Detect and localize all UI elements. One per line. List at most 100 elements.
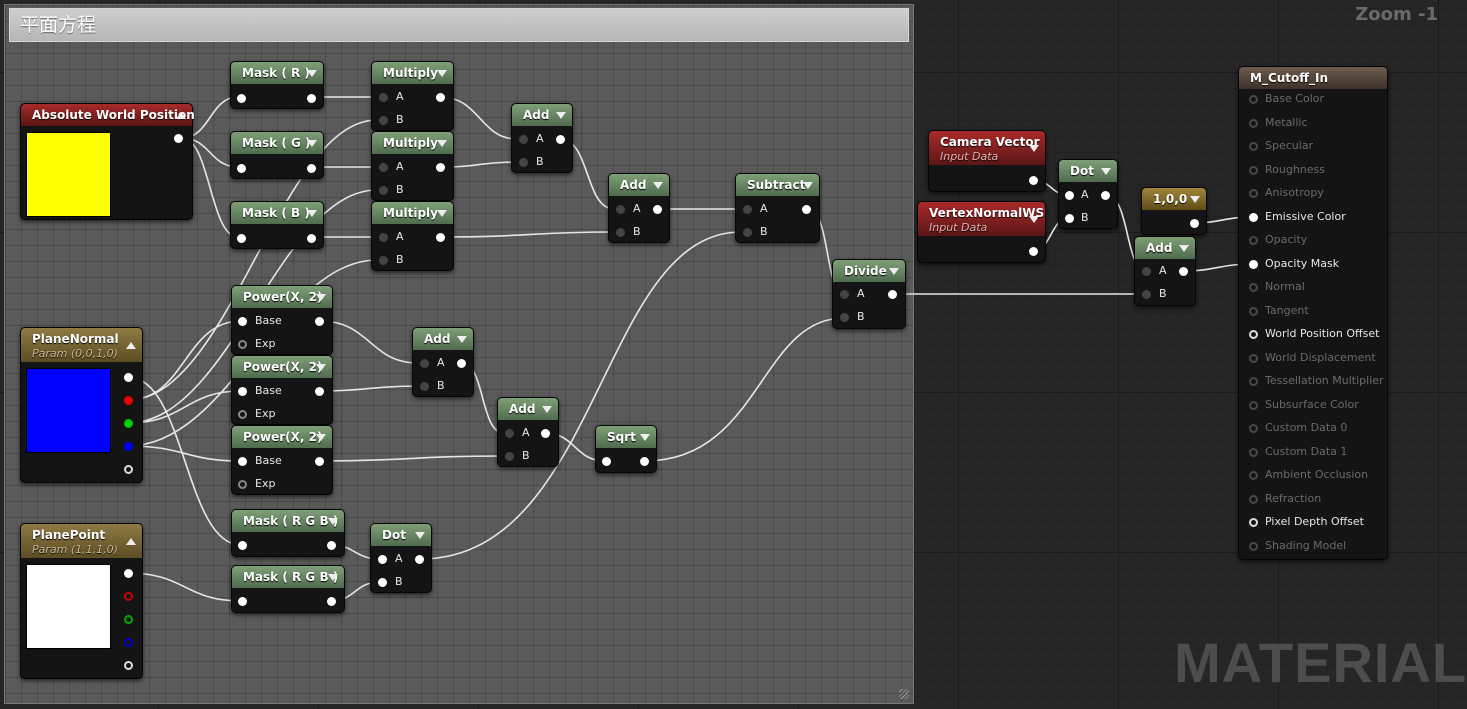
collapse-caret-icon[interactable] — [1179, 245, 1189, 252]
input-pin-b[interactable] — [379, 116, 388, 125]
node-header[interactable]: Absolute World Position — [21, 104, 195, 126]
material-input-pin[interactable] — [1249, 283, 1258, 292]
multiply-node[interactable]: Multiply A B — [371, 61, 454, 131]
node-header[interactable]: Add — [512, 104, 572, 126]
input-pin-a[interactable] — [616, 205, 625, 214]
material-input-pin[interactable] — [1249, 494, 1258, 504]
input-pin-a[interactable] — [505, 429, 514, 438]
node-header[interactable]: Power(X, 2) — [232, 356, 332, 378]
node-header[interactable]: Multiply — [372, 62, 453, 84]
node-header[interactable]: M_Cutoff_In — [1239, 67, 1387, 89]
output-pin[interactable] — [653, 205, 662, 214]
input-pin-b[interactable] — [505, 452, 514, 461]
output-pin-r[interactable] — [124, 592, 133, 601]
input-pin-b[interactable] — [378, 578, 387, 587]
output-pin[interactable] — [415, 555, 424, 564]
collapse-caret-icon[interactable] — [126, 538, 136, 545]
output-pin[interactable] — [307, 164, 316, 173]
node-header[interactable]: Subtract — [736, 174, 819, 196]
output-pin-a[interactable] — [124, 465, 133, 474]
divide-node[interactable]: Divide A B — [832, 259, 906, 329]
mask-rgb-node[interactable]: Mask ( R G B ) — [231, 509, 345, 557]
node-header[interactable]: Add — [1135, 237, 1195, 259]
add-node[interactable]: Add A B — [497, 397, 559, 467]
output-pin[interactable] — [457, 359, 466, 368]
material-input-pin[interactable] — [1249, 142, 1258, 151]
material-input-pin[interactable] — [1249, 471, 1258, 480]
output-pin[interactable] — [802, 205, 811, 214]
input-pin-b[interactable] — [616, 228, 625, 237]
add-node[interactable]: Add A B — [511, 103, 573, 173]
input-pin-a[interactable] — [420, 359, 429, 368]
collapse-caret-icon[interactable] — [803, 182, 813, 189]
material-input-pin[interactable] — [1249, 447, 1258, 457]
input-pin-b[interactable] — [379, 186, 388, 195]
node-header[interactable]: Mask ( R G B ) — [232, 510, 344, 532]
comment-resize-grip[interactable] — [899, 689, 909, 699]
input-pin-a[interactable] — [1065, 191, 1074, 200]
node-header[interactable]: Divide — [833, 260, 905, 282]
output-pin[interactable] — [307, 234, 316, 243]
output-pin[interactable] — [888, 290, 897, 299]
node-header[interactable]: Multiply — [372, 132, 453, 154]
input-pin-base[interactable] — [238, 317, 247, 326]
output-pin[interactable] — [1101, 191, 1110, 200]
node-header[interactable]: Mask ( R G B ) — [232, 566, 344, 588]
output-pin[interactable] — [1179, 267, 1188, 276]
output-pin[interactable] — [327, 541, 336, 550]
input-pin-a[interactable] — [840, 290, 849, 299]
output-pin[interactable] — [307, 94, 316, 103]
input-pin-exp[interactable] — [238, 480, 247, 489]
input-pin-a[interactable] — [743, 205, 752, 214]
output-pin[interactable] — [640, 457, 649, 466]
output-pin[interactable] — [1029, 176, 1038, 185]
collapse-caret-icon[interactable] — [307, 210, 317, 217]
multiply-node[interactable]: Multiply A B — [371, 131, 454, 201]
input-pin[interactable] — [602, 457, 611, 466]
output-pin[interactable] — [556, 135, 565, 144]
output-pin[interactable] — [436, 93, 445, 102]
output-pin[interactable] — [174, 134, 183, 143]
input-pin-exp[interactable] — [238, 410, 247, 419]
output-pin-r[interactable] — [124, 396, 133, 405]
collapse-caret-icon[interactable] — [316, 364, 326, 371]
multiply-node[interactable]: Multiply A B — [371, 201, 454, 271]
input-pin-exp[interactable] — [238, 340, 247, 349]
dot-node[interactable]: Dot A B — [370, 523, 432, 593]
input-pin[interactable] — [237, 164, 246, 173]
collapse-caret-icon[interactable] — [316, 434, 326, 441]
input-pin-a[interactable] — [379, 93, 388, 102]
output-pin-rgb[interactable] — [124, 569, 133, 578]
add-node[interactable]: Add A B — [1134, 236, 1196, 306]
collapse-caret-icon[interactable] — [307, 70, 317, 77]
input-pin-a[interactable] — [1142, 267, 1151, 276]
collapse-caret-icon[interactable] — [437, 70, 447, 77]
collapse-caret-icon[interactable] — [307, 140, 317, 147]
mask-b-node[interactable]: Mask ( B ) — [230, 201, 324, 249]
material-input-pin[interactable] — [1249, 95, 1258, 104]
material-input-pin[interactable] — [1249, 259, 1258, 269]
material-input-pin[interactable] — [1249, 306, 1258, 316]
node-header[interactable]: Power(X, 2) — [232, 426, 332, 448]
input-pin-b[interactable] — [420, 382, 429, 391]
absolute-world-position-node[interactable]: Absolute World Position — [20, 103, 195, 220]
dot-node[interactable]: Dot A B — [1058, 159, 1118, 229]
collapse-caret-icon[interactable] — [126, 342, 136, 349]
output-pin[interactable] — [315, 457, 324, 466]
comment-title[interactable]: 平面方程 — [9, 8, 909, 42]
output-pin-g[interactable] — [124, 419, 133, 428]
collapse-caret-icon[interactable] — [1029, 145, 1039, 152]
input-pin-a[interactable] — [378, 555, 387, 564]
material-input-pin[interactable] — [1249, 189, 1258, 198]
output-pin-g[interactable] — [124, 615, 133, 624]
output-pin[interactable] — [436, 163, 445, 172]
output-pin[interactable] — [1029, 247, 1038, 256]
material-input-pin[interactable] — [1249, 518, 1258, 527]
node-header[interactable]: Dot — [371, 524, 431, 546]
input-pin-a[interactable] — [379, 163, 388, 172]
node-header[interactable]: Add — [498, 398, 558, 420]
